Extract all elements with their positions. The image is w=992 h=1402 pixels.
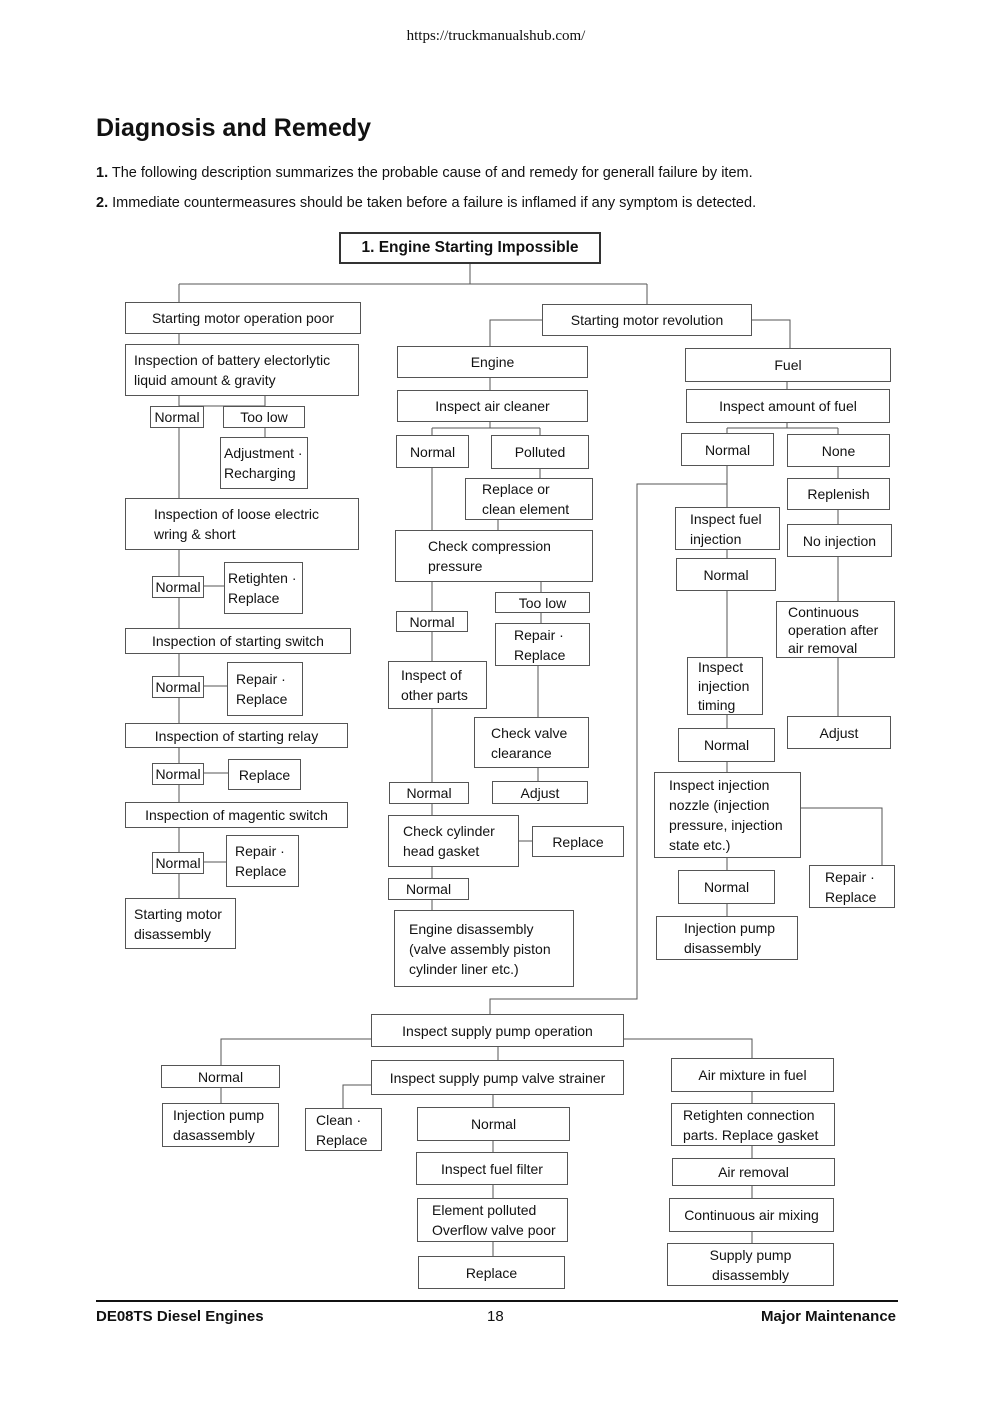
relay-remedy-node: Replace xyxy=(228,759,301,790)
injection-timing-node: Inspect injection timing xyxy=(687,657,763,715)
continuous-operation-node: Continuous operation after air removal xyxy=(776,601,895,658)
footer-divider xyxy=(96,1300,898,1302)
nozzle-remedy-node: Repair · Replace xyxy=(809,865,895,908)
injection-pump-disassembly-node: Injection pump disassembly xyxy=(656,916,798,960)
switch-normal-node: Normal xyxy=(152,676,204,698)
filter-result-node: Element polluted Overflow valve poor xyxy=(417,1198,568,1242)
engine-disassembly-node: Engine disassembly (valve assembly pisto… xyxy=(394,910,574,987)
wiring-remedy-node: Retighten · Replace xyxy=(224,562,303,614)
battery-remedy-node: Adjustment · Recharging xyxy=(220,437,308,489)
fuel-amount-normal-node: Normal xyxy=(681,433,774,466)
battery-inspection-node: Inspection of battery electorlytic liqui… xyxy=(125,344,359,396)
valve-adjust-node: Adjust xyxy=(492,781,588,804)
fuel-adjust-node: Adjust xyxy=(787,716,891,749)
nozzle-normal-node: Normal xyxy=(678,870,775,904)
air-remedy-node: Replace or clean element xyxy=(465,478,593,520)
continuous-air-node: Continuous air mixing xyxy=(669,1198,834,1232)
magnetic-inspection-node: Inspection of magentic switch xyxy=(125,802,348,828)
note-2: 2. Immediate countermeasures should be t… xyxy=(96,195,756,211)
root-node: 1. Engine Starting Impossible xyxy=(339,232,601,264)
compression-too-low-node: Too low xyxy=(495,592,590,613)
note-text: Immediate countermeasures should be take… xyxy=(112,195,757,211)
note-1: 1. The following description summarizes … xyxy=(96,165,753,181)
strainer-remedy-node: Clean · Replace xyxy=(305,1108,382,1151)
source-url: https://truckmanualshub.com/ xyxy=(406,28,586,44)
no-injection-node: No injection xyxy=(787,524,892,557)
note-text: The following description summarizes the… xyxy=(111,165,753,181)
gasket-replace-node: Replace xyxy=(532,826,624,857)
wiring-normal-node: Normal xyxy=(152,576,204,598)
relay-normal-node: Normal xyxy=(152,763,204,785)
fuel-filter-node: Inspect fuel filter xyxy=(416,1152,568,1185)
strainer-normal-node: Normal xyxy=(417,1107,570,1141)
injection-normal-node: Normal xyxy=(676,558,776,591)
engine-node: Engine xyxy=(397,346,588,378)
relay-inspection-node: Inspection of starting relay xyxy=(125,723,348,748)
note-number: 2. xyxy=(96,195,109,211)
magnetic-normal-node: Normal xyxy=(152,852,204,874)
air-mixture-node: Air mixture in fuel xyxy=(671,1058,834,1092)
motor-revolution-node: Starting motor revolution xyxy=(542,304,752,336)
compression-node: Check compression pressure xyxy=(395,530,593,582)
fuel-injection-node: Inspect fuel injection xyxy=(675,507,780,550)
valve-clearance-node: Check valve clearance xyxy=(474,717,589,768)
replenish-node: Replenish xyxy=(787,478,890,510)
gasket-normal-node: Normal xyxy=(388,878,469,900)
air-removal-node: Air removal xyxy=(672,1158,835,1186)
motor-disassembly-node: Starting motor disassembly xyxy=(125,898,236,949)
supply-pump-disassembly-node: Supply pump disassembly xyxy=(667,1243,834,1286)
wiring-inspection-node: Inspection of loose electric wring & sho… xyxy=(125,498,359,550)
motor-poor-node: Starting motor operation poor xyxy=(125,302,361,334)
fuel-amount-node: Inspect amount of fuel xyxy=(686,389,890,423)
battery-too-low-node: Too low xyxy=(223,406,305,428)
page-title: Diagnosis and Remedy xyxy=(96,114,372,142)
retighten-node: Retighten connection parts. Replace gask… xyxy=(671,1103,835,1146)
fuel-none-node: None xyxy=(787,434,890,467)
strainer-node: Inspect supply pump valve strainer xyxy=(371,1060,624,1095)
switch-remedy-node: Repair · Replace xyxy=(227,662,303,716)
air-normal-node: Normal xyxy=(396,435,469,468)
injection-pump-dasassembly-node: Injection pump dasassembly xyxy=(162,1103,279,1147)
magnetic-remedy-node: Repair · Replace xyxy=(226,835,299,887)
compression-remedy-node: Repair · Replace xyxy=(495,623,590,666)
fuel-node: Fuel xyxy=(685,348,891,382)
supply-normal-node: Normal xyxy=(161,1065,280,1088)
compression-normal-node: Normal xyxy=(396,611,468,632)
other-normal-node: Normal xyxy=(389,782,469,804)
timing-normal-node: Normal xyxy=(678,728,775,762)
switch-inspection-node: Inspection of starting switch xyxy=(125,628,351,654)
filter-replace-node: Replace xyxy=(418,1256,565,1289)
footer-left: DE08TS Diesel Engines xyxy=(96,1308,264,1325)
note-number: 1. xyxy=(96,165,109,181)
air-polluted-node: Polluted xyxy=(491,435,589,469)
injection-nozzle-node: Inspect injection nozzle (injection pres… xyxy=(654,772,801,858)
other-parts-node: Inspect of other parts xyxy=(388,661,487,709)
supply-pump-node: Inspect supply pump operation xyxy=(371,1014,624,1047)
page-number: 18 xyxy=(487,1308,504,1325)
gasket-node: Check cylinder head gasket xyxy=(388,815,519,867)
battery-normal-node: Normal xyxy=(150,406,204,428)
footer-right: Major Maintenance xyxy=(760,1308,896,1325)
air-cleaner-node: Inspect air cleaner xyxy=(397,390,588,422)
